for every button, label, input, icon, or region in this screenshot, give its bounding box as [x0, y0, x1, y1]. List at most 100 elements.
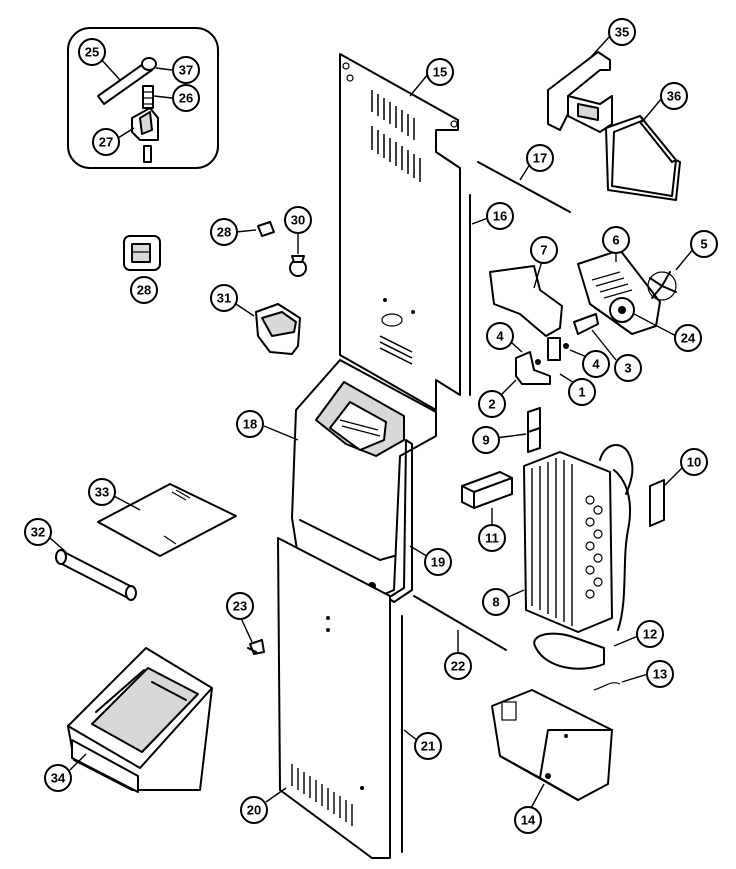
- callout-31-text: 31: [217, 291, 231, 306]
- callout-4a-text: 4: [496, 329, 504, 344]
- callout-3-text: 3: [624, 361, 631, 376]
- callout-5-text: 5: [700, 237, 707, 252]
- callout-23: 23: [226, 592, 254, 620]
- callout-37-text: 37: [179, 63, 193, 78]
- callout-5: 5: [690, 230, 718, 258]
- callout-22: 22: [444, 652, 472, 680]
- callout-24: 24: [674, 324, 702, 352]
- callout-7: 7: [530, 236, 558, 264]
- callout-6-text: 6: [612, 233, 619, 248]
- bracket-10: [649, 479, 665, 527]
- callout-32-text: 32: [31, 525, 45, 540]
- callout-16: 16: [486, 202, 514, 230]
- callout-4b: 4: [582, 350, 610, 378]
- callout-17-text: 17: [533, 151, 547, 166]
- callout-28b-text: 28: [137, 283, 151, 298]
- callout-18-text: 18: [243, 417, 257, 432]
- callout-15-text: 15: [433, 65, 447, 80]
- callout-19-text: 19: [431, 555, 445, 570]
- callout-11-text: 11: [485, 531, 499, 546]
- callout-33-text: 33: [95, 485, 109, 500]
- callout-12-text: 12: [643, 627, 657, 642]
- callout-15: 15: [426, 58, 454, 86]
- upper-shroud-18: [286, 359, 437, 597]
- callout-13: 13: [646, 660, 674, 688]
- ice-bin-34: [67, 647, 213, 793]
- callout-8: 8: [482, 588, 510, 616]
- callout-28b: 28: [130, 276, 158, 304]
- callout-35-text: 35: [615, 25, 629, 40]
- inset-detail-box: [67, 27, 219, 169]
- callout-18: 18: [236, 410, 264, 438]
- callout-21-text: 21: [421, 739, 435, 754]
- callout-37: 37: [172, 56, 200, 84]
- callout-1: 1: [568, 378, 596, 406]
- light-cover-31: [255, 303, 301, 355]
- callout-36: 36: [660, 82, 688, 110]
- callout-27: 27: [92, 128, 120, 156]
- lower-panel-20: [277, 537, 391, 859]
- glass-shelf-33: [97, 483, 237, 557]
- callout-25-text: 25: [85, 45, 99, 60]
- part-28-clip: [123, 235, 161, 271]
- callout-22-text: 22: [451, 659, 465, 674]
- callout-11: 11: [478, 524, 506, 552]
- callout-20: 20: [240, 796, 268, 824]
- callout-14-text: 14: [521, 813, 536, 828]
- roller-32: [55, 549, 137, 601]
- callout-2-text: 2: [488, 397, 495, 412]
- drain-pan-14: [491, 689, 613, 801]
- callout-7-text: 7: [540, 243, 547, 258]
- callout-32: 32: [24, 518, 52, 546]
- callout-26: 26: [172, 84, 200, 112]
- callout-28a-text: 28: [217, 225, 231, 240]
- callout-26-text: 26: [179, 91, 193, 106]
- callout-12: 12: [636, 620, 664, 648]
- side-trim-19: [387, 439, 413, 603]
- block-11: [461, 471, 513, 509]
- part-17-strip: [477, 161, 571, 213]
- callout-36-text: 36: [667, 89, 681, 104]
- screw-23: [247, 639, 265, 655]
- callout-16-text: 16: [493, 209, 507, 224]
- callout-8-text: 8: [492, 595, 499, 610]
- heater-12: [533, 632, 605, 670]
- callout-34: 34: [44, 764, 72, 792]
- wire-13: [593, 682, 621, 691]
- callout-19: 19: [424, 548, 452, 576]
- callout-3: 3: [614, 354, 642, 382]
- fan-blade-5: [647, 271, 677, 301]
- callout-4b-text: 4: [592, 357, 600, 372]
- callout-20-text: 20: [247, 803, 261, 818]
- callout-35: 35: [608, 18, 636, 46]
- callout-31: 31: [210, 284, 238, 312]
- callout-14: 14: [514, 806, 542, 834]
- part-22-strip: [413, 595, 507, 651]
- bracket-9: [527, 407, 541, 453]
- bracket-35: [547, 51, 613, 133]
- callout-13-text: 13: [653, 667, 667, 682]
- callout-6: 6: [602, 226, 630, 254]
- light-bulb-assembly: [257, 221, 307, 277]
- callout-9: 9: [472, 426, 500, 454]
- callout-1-text: 1: [578, 385, 585, 400]
- callout-30-text: 30: [291, 213, 305, 228]
- upper-rear-panel: [339, 53, 461, 411]
- callout-10: 10: [680, 448, 708, 476]
- small-brackets: [515, 313, 599, 385]
- callout-10-text: 10: [687, 455, 701, 470]
- callout-2: 2: [478, 390, 506, 418]
- callout-24-text: 24: [681, 331, 696, 346]
- callout-25: 25: [78, 38, 106, 66]
- evaporator-8: [523, 444, 634, 633]
- callout-33: 33: [88, 478, 116, 506]
- callout-17: 17: [526, 144, 554, 172]
- callout-21: 21: [414, 732, 442, 760]
- leader-lines: [49, 35, 695, 811]
- callout-30: 30: [284, 206, 312, 234]
- callout-23-text: 23: [233, 599, 247, 614]
- frame-36: [605, 115, 681, 201]
- callout-28a: 28: [210, 218, 238, 246]
- callout-27-text: 27: [99, 135, 113, 150]
